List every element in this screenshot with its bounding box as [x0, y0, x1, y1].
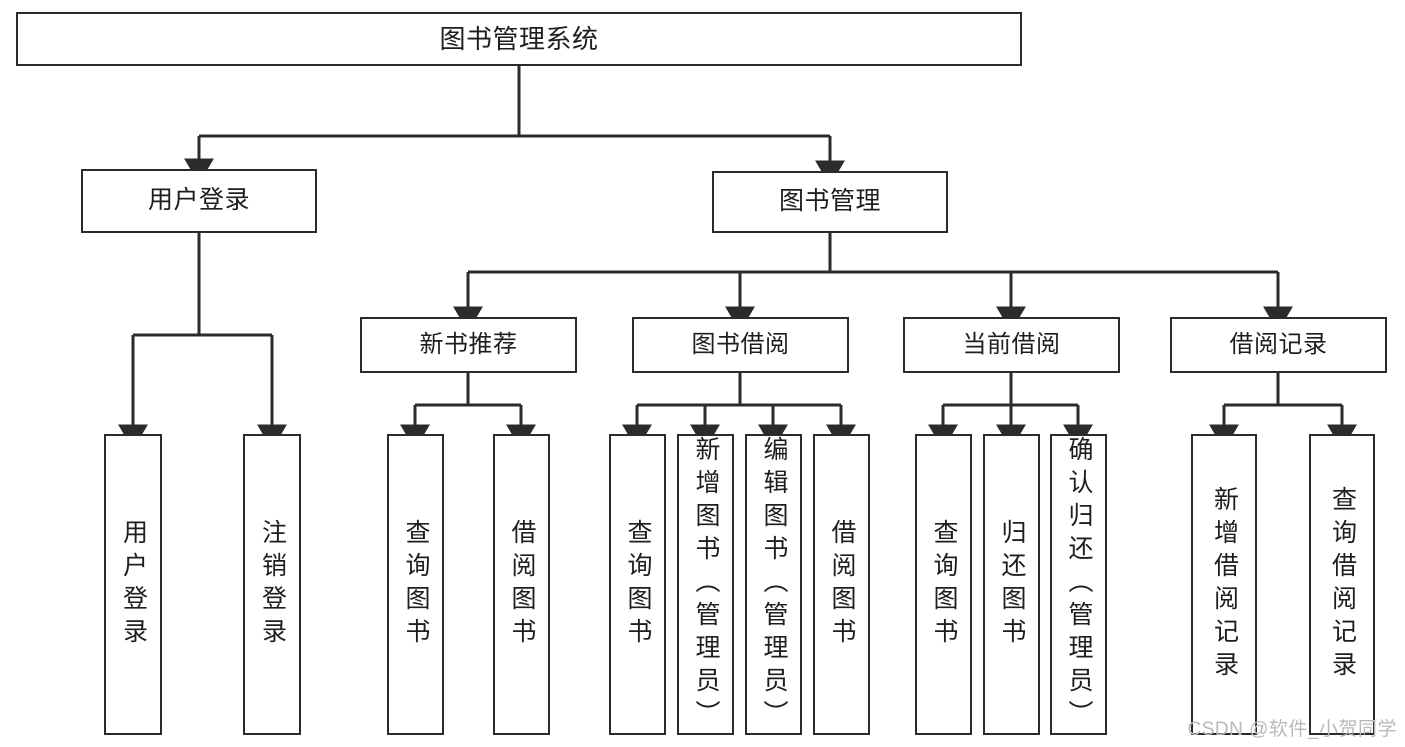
node-label: 当前借阅: [962, 330, 1061, 358]
leaf-user-login[interactable]: 用户登录: [104, 434, 162, 735]
node-user-login[interactable]: 用户登录: [81, 169, 317, 233]
leaf-confirm-return-admin[interactable]: 确认归还（管理员）: [1050, 434, 1107, 735]
node-root-book-management-system[interactable]: 图书管理系统: [16, 12, 1022, 66]
node-label: 图书管理: [778, 187, 881, 216]
node-label: 借阅记录: [1229, 330, 1328, 358]
leaf-label: 查询图书: [930, 518, 958, 651]
node-new-book-recommend[interactable]: 新书推荐: [360, 317, 577, 373]
leaf-query-borrow-record[interactable]: 查询借阅记录: [1309, 434, 1375, 735]
leaf-label: 借阅图书: [508, 518, 536, 651]
leaf-label: 查询图书: [402, 518, 430, 651]
leaf-query-book-recommend[interactable]: 查询图书: [387, 434, 444, 735]
leaf-add-borrow-record[interactable]: 新增借阅记录: [1191, 434, 1257, 735]
leaf-label: 借阅图书: [828, 518, 856, 651]
node-current-borrow[interactable]: 当前借阅: [903, 317, 1120, 373]
leaf-return-book[interactable]: 归还图书: [983, 434, 1040, 735]
node-borrow-record[interactable]: 借阅记录: [1170, 317, 1387, 373]
leaf-label: 注销登录: [258, 518, 287, 651]
leaf-query-book-borrow[interactable]: 查询图书: [609, 434, 666, 735]
leaf-logout-login[interactable]: 注销登录: [243, 434, 301, 735]
node-label: 新书推荐: [419, 330, 518, 358]
leaf-label: 编辑图书（管理员）: [760, 436, 788, 733]
leaf-borrow-book[interactable]: 借阅图书: [813, 434, 870, 735]
leaf-label: 用户登录: [119, 518, 148, 651]
leaf-label: 查询借阅记录: [1328, 485, 1357, 684]
node-book-borrow[interactable]: 图书借阅: [632, 317, 849, 373]
node-label: 图书管理系统: [439, 23, 599, 54]
leaf-label: 新增借阅记录: [1210, 485, 1239, 684]
leaf-label: 查询图书: [624, 518, 652, 651]
node-label: 图书借阅: [691, 330, 790, 358]
node-label: 用户登录: [147, 186, 250, 215]
leaf-label: 归还图书: [998, 518, 1026, 651]
leaf-borrow-book-recommend[interactable]: 借阅图书: [493, 434, 550, 735]
leaf-edit-book-admin[interactable]: 编辑图书（管理员）: [745, 434, 802, 735]
leaf-query-book-current[interactable]: 查询图书: [915, 434, 972, 735]
csdn-watermark: CSDN @软件_小贺同学: [1187, 719, 1397, 740]
leaf-add-book-admin[interactable]: 新增图书（管理员）: [677, 434, 734, 735]
leaf-label: 确认归还（管理员）: [1065, 436, 1093, 733]
node-book-management[interactable]: 图书管理: [712, 171, 948, 233]
leaf-label: 新增图书（管理员）: [692, 436, 720, 733]
